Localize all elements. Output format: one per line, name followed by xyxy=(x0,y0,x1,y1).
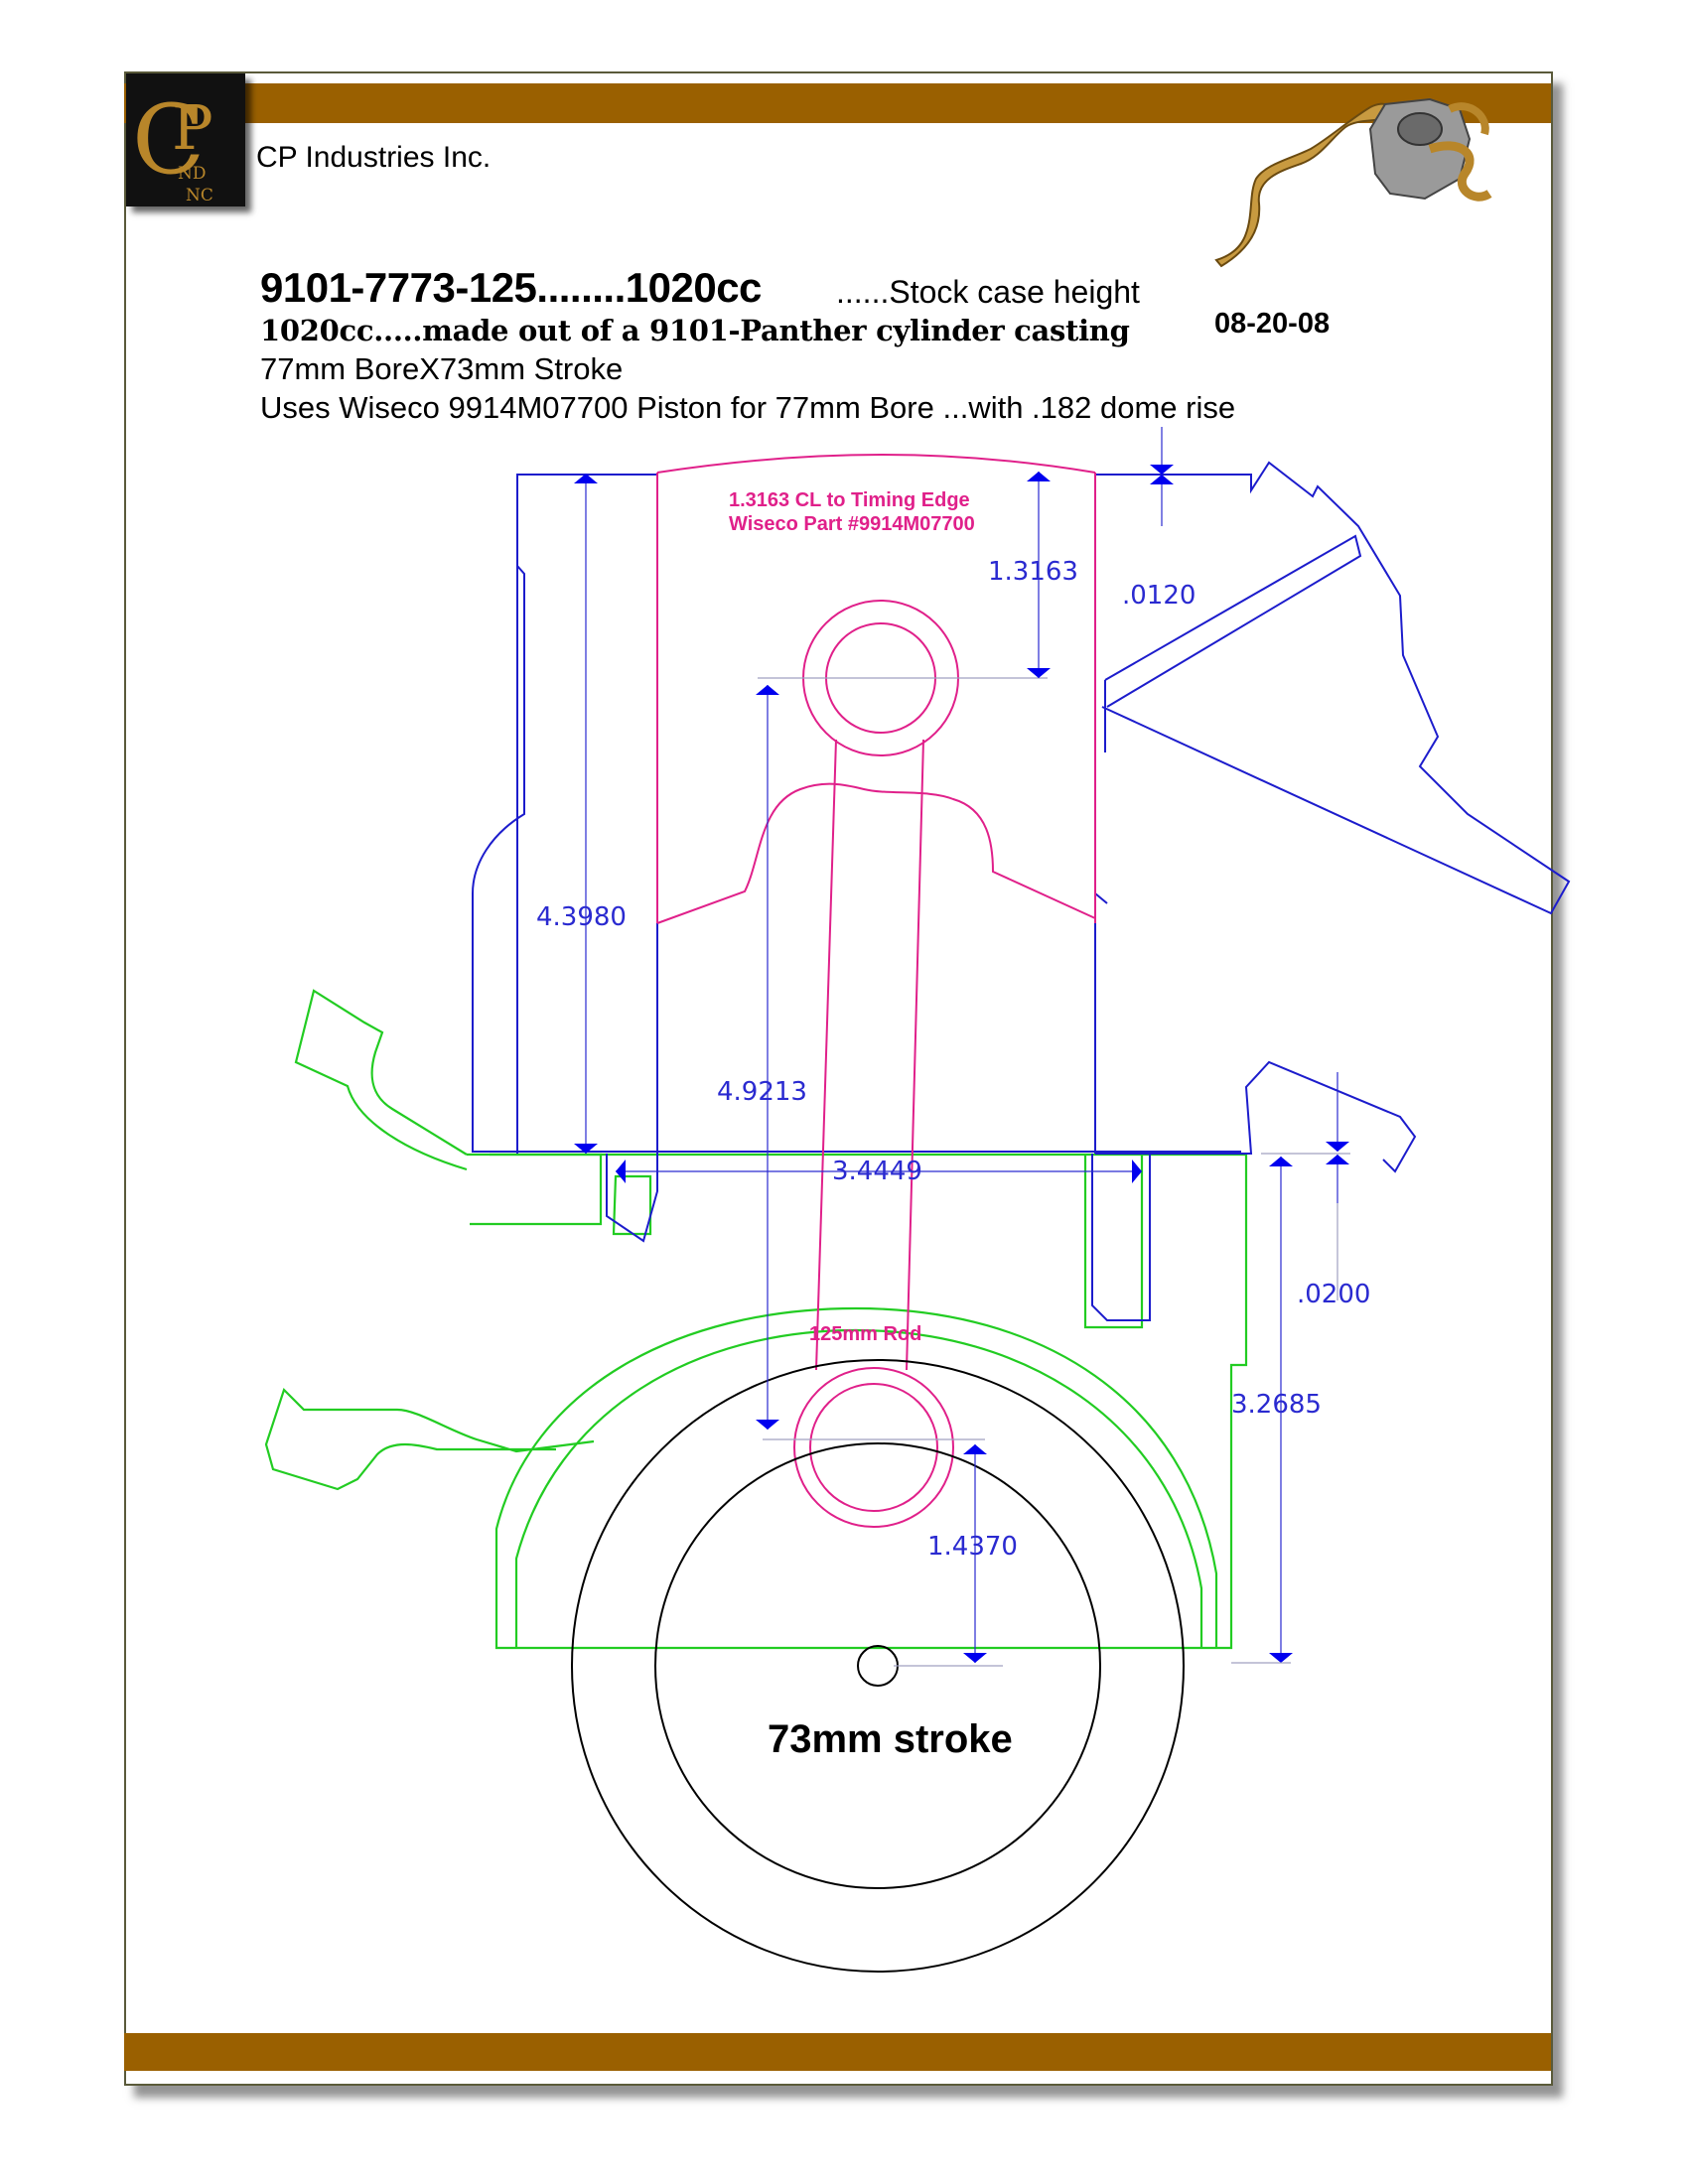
logo-sub-nd: ND xyxy=(178,164,207,184)
casting-note: 1020cc.....made out of a 9101-Panther cy… xyxy=(260,314,1130,347)
stroke-label: 73mm stroke xyxy=(768,1717,1013,1761)
bore-stroke-spec: 77mm BoreX73mm Stroke xyxy=(260,351,624,386)
engine-decoration-graphic xyxy=(1214,97,1492,268)
page-frame xyxy=(124,71,1553,2086)
logo-letter-c: C xyxy=(132,84,205,196)
piston-spec: Uses Wiseco 9914M07700 Piston for 77mm B… xyxy=(260,390,1236,425)
dim-base-gasket: .0200 xyxy=(1297,1280,1370,1309)
piston-note-timing-edge: 1.3163 CL to Timing Edge xyxy=(729,489,970,511)
drawing-date: 08-20-08 xyxy=(1214,308,1331,340)
rod-length-label: 125mm Rod xyxy=(809,1323,921,1345)
header-bar xyxy=(124,83,1551,123)
dim-pin-to-edge: 1.3163 xyxy=(988,557,1078,587)
company-name: CP Industries Inc. xyxy=(256,141,492,174)
company-logo: C P ND NC xyxy=(126,73,245,206)
cylinder-outline xyxy=(472,461,1571,1321)
crank-circles xyxy=(571,1359,1185,1973)
dim-bore-width: 3.4449 xyxy=(832,1157,922,1186)
logo-letter-p: P xyxy=(172,91,213,164)
dim-crank-throw: 1.4370 xyxy=(927,1532,1018,1562)
part-number-title: 9101-7773-125........1020cc xyxy=(260,264,762,311)
dim-deck-clearance: .0120 xyxy=(1122,581,1196,611)
dimension-lines xyxy=(574,427,1350,1667)
footer-bar xyxy=(124,2033,1551,2071)
dim-case-height: 3.2685 xyxy=(1231,1390,1322,1420)
case-height-note: ......Stock case height xyxy=(836,274,1140,310)
piston-note-wiseco-part: Wiseco Part #9914M07700 xyxy=(729,513,975,535)
logo-sub-nc: NC xyxy=(186,186,213,205)
dim-cylinder-height: 4.3980 xyxy=(536,902,627,932)
dim-rod-center: 4.9213 xyxy=(717,1077,807,1107)
crankcase-outline xyxy=(264,989,1248,1650)
